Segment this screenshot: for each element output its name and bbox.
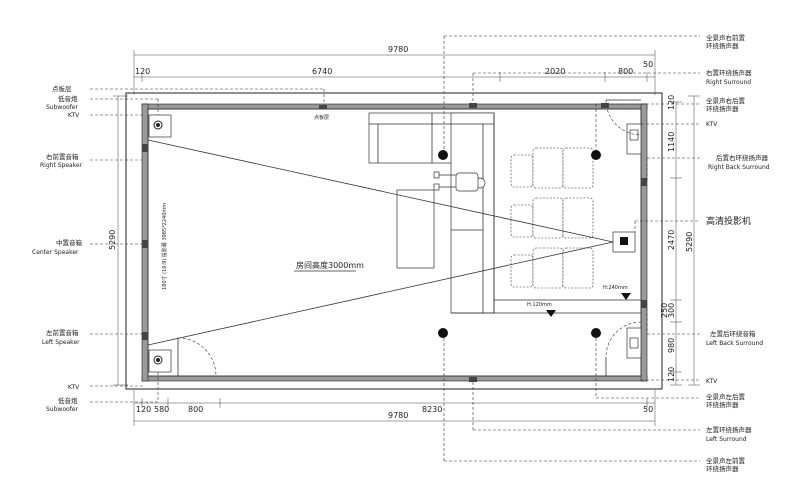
door-bottom-left	[177, 337, 217, 377]
dim-left-height: 5290	[108, 95, 128, 386]
label-subwoofer-top-cn: 低音炮	[58, 94, 78, 103]
room-height: 房间高度3000mm	[294, 260, 364, 272]
ceiling-speakers	[438, 150, 601, 338]
label-ktv-right-top: KTV	[706, 121, 718, 128]
dim-bottom-segments: 120 580 800 8230 50	[134, 398, 655, 414]
dim-bottom-total: 9780	[133, 390, 656, 426]
dim-top-segments: 120 6740 2020 800 50	[134, 60, 655, 82]
label-trl-cn2: 环绕扬声器	[706, 400, 739, 409]
label-right-speaker-en: Right Speaker	[40, 162, 83, 169]
dim-top-total-text: 9780	[388, 45, 408, 54]
dim-bottom-50: 50	[643, 405, 653, 414]
dim-right-120b: 120	[667, 367, 676, 382]
dim-right-300: 300	[667, 303, 676, 318]
label-left-surround-cn: 左置环绕扬声器	[706, 425, 752, 434]
subwoofer-bottom	[148, 349, 172, 373]
wall-speakers	[142, 103, 647, 382]
label-top-light: 点板层	[52, 84, 72, 93]
label-left-back-en: Left Back Surround	[706, 340, 763, 347]
label-left-speaker-en: Left Speaker	[42, 339, 80, 346]
label-right-back-en: Right Back Surround	[708, 164, 770, 171]
dim-right-1140: 1140	[667, 132, 676, 152]
dim-bottom-580: 580	[154, 405, 169, 414]
label-right-speaker-cn: 右前置音箱	[46, 152, 79, 161]
dim-left-5290: 5290	[108, 230, 117, 250]
label-ktv-bottom: KTV	[68, 384, 80, 391]
dim-right-120: 120	[667, 95, 676, 110]
label-tfl-cn1: 全景声左前置	[706, 456, 746, 465]
label-center-speaker-cn: 中置音箱	[56, 238, 83, 247]
label-center-speaker-en: Center Speaker	[32, 249, 79, 256]
h240-label: H:240mm	[603, 285, 628, 291]
screen-label: 180寸 (16:9) 投影幕 3985*2240mm	[161, 203, 168, 290]
dim-right-980: 980	[667, 338, 676, 353]
label-ktv-top: KTV	[68, 112, 80, 119]
h120-label: H:120mm	[527, 302, 552, 308]
label-left-surround-en: Left Surround	[706, 436, 747, 443]
label-right-surround-cn: 右置环绕扬声器	[706, 68, 752, 77]
dim-right: 120 1140 2470 300 980 120 5290 250	[660, 95, 700, 386]
dim-top-total: 9780	[133, 45, 656, 95]
room-height-label: 房间高度3000mm	[296, 260, 364, 270]
label-tfr-cn2: 环绕扬声器	[706, 41, 739, 50]
label-ktv-right-bottom: KTV	[706, 378, 718, 385]
right-leaders	[443, 35, 700, 462]
label-trr-cn2: 环绕扬声器	[706, 104, 739, 113]
label-subwoofer-top-en: Subwoofer	[46, 104, 78, 111]
left-labels: 点板层 低音炮 Subwoofer KTV 右前置音箱 Right Speake…	[32, 84, 83, 413]
right-rack-top	[605, 99, 642, 155]
right-rack-bottom	[605, 321, 642, 376]
dim-top-2020: 2020	[545, 67, 565, 76]
label-left-speaker-cn: 左前置音箱	[46, 328, 79, 337]
label-tfl-cn2: 环绕扬声器	[706, 464, 739, 473]
label-projector: 高清投影机	[706, 215, 751, 227]
dim-right-5290: 5290	[685, 232, 694, 252]
projection-lines	[147, 139, 614, 346]
projector-icon	[612, 231, 636, 253]
dim-bottom-800: 800	[188, 405, 203, 414]
label-right-surround-en: Right Surround	[706, 79, 751, 86]
left-leaders	[90, 88, 325, 403]
dim-bottom-120: 120	[136, 405, 151, 414]
label-trr-cn1: 全景声右后置	[706, 96, 746, 105]
label-subwoofer-bottom-en: Subwoofer	[46, 406, 78, 413]
dim-top-6740: 6740	[312, 67, 332, 76]
coffee-table	[396, 189, 435, 269]
light-label-inside: 点板层	[314, 114, 329, 121]
dim-right-250: 250	[660, 303, 669, 318]
dim-top-800: 800	[618, 67, 633, 76]
dim-right-2470: 2470	[667, 230, 676, 250]
platform-step: H:120mm H:240mm	[451, 113, 641, 317]
dim-bottom-8230: 8230	[422, 405, 442, 414]
dim-top-50: 50	[643, 60, 653, 69]
label-right-back-cn: 后置右环绕扬声器	[716, 153, 769, 162]
label-left-back-cn: 左置后环绕音箱	[710, 329, 756, 338]
dim-bottom-total-text: 9780	[388, 411, 408, 420]
label-subwoofer-bottom-cn: 低音炮	[58, 396, 78, 405]
subwoofer-top	[148, 114, 172, 138]
dim-top-120: 120	[135, 67, 150, 76]
seating-rows	[510, 147, 594, 289]
sofa-block	[368, 112, 495, 314]
label-trl-cn1: 全景声左后置	[706, 392, 746, 401]
label-tfr-cn1: 全景声右前置	[706, 33, 746, 42]
right-labels: 全景声右前置 环绕扬声器 右置环绕扬声器 Right Surround 全景声右…	[706, 33, 770, 473]
person-icon	[433, 171, 486, 192]
